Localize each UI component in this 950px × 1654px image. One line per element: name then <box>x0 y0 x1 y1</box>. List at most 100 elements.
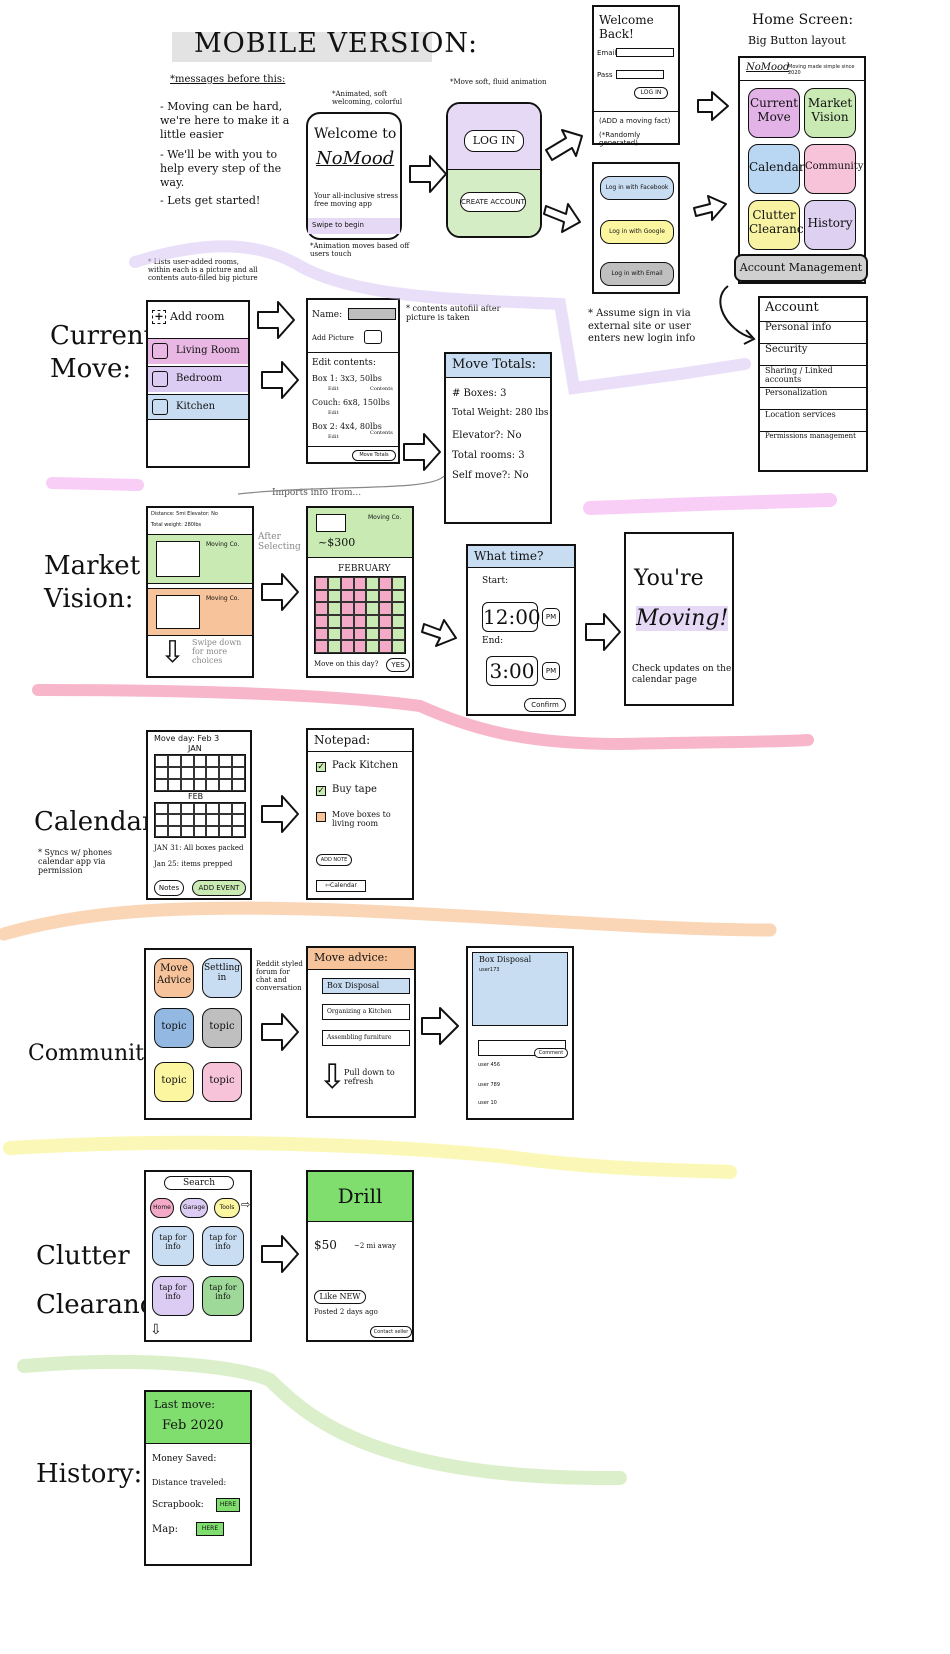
community-tile-topic-2[interactable]: topic <box>202 1008 242 1048</box>
calendar-day-cell[interactable] <box>379 602 393 615</box>
community-tile-advice[interactable]: Move Advice <box>154 958 194 998</box>
box1-item[interactable]: Box 1: 3x3, 50lbs <box>312 374 382 383</box>
tile-market-vision[interactable]: Market Vision <box>804 88 856 138</box>
search-bar[interactable]: Search <box>164 1176 234 1190</box>
calendar-day-cell[interactable] <box>315 640 328 653</box>
calendar-day-cell[interactable] <box>392 615 405 628</box>
calendar-day-cell[interactable] <box>219 755 233 767</box>
thread-box-disposal[interactable]: Box Disposal <box>322 978 410 994</box>
community-tile-topic-1[interactable]: topic <box>154 1008 194 1048</box>
box1-edit[interactable]: Edit <box>328 386 339 392</box>
email-login-button[interactable]: Log in with Email <box>600 262 674 286</box>
calendar-day-cell[interactable] <box>315 577 328 590</box>
calendar-day-cell[interactable] <box>379 615 393 628</box>
calendar-day-cell[interactable] <box>219 779 233 791</box>
calendar-day-cell[interactable] <box>315 602 328 615</box>
calendar-day-cell[interactable] <box>180 779 194 791</box>
calendar-day-cell[interactable] <box>392 627 405 641</box>
calendar-day-cell[interactable] <box>206 779 220 791</box>
calendar-day-cell[interactable] <box>219 767 233 779</box>
end-ampm[interactable]: PM <box>542 662 560 680</box>
tile-history[interactable]: History <box>804 200 856 250</box>
calendar-day-cell[interactable] <box>206 803 220 815</box>
calendar-day-cell[interactable] <box>353 627 367 641</box>
notes-button[interactable]: Notes <box>154 880 184 896</box>
couch-item[interactable]: Couch: 6x8, 150lbs <box>312 398 390 407</box>
market-offer-2[interactable]: Moving Co. <box>148 588 252 636</box>
community-tile-topic-4[interactable]: topic <box>202 1062 242 1102</box>
clutter-item-2[interactable]: tap for info <box>202 1226 244 1266</box>
calendar-day-cell[interactable] <box>232 803 245 815</box>
calendar-day-cell[interactable] <box>232 755 245 767</box>
calendar-day-cell[interactable] <box>180 755 194 767</box>
calendar-day-cell[interactable] <box>180 767 194 779</box>
google-login-button[interactable]: Log in with Google <box>600 220 674 244</box>
calendar-day-cell[interactable] <box>327 577 341 590</box>
calendar-day-cell[interactable] <box>315 615 328 628</box>
calendar-day-cell[interactable] <box>193 755 207 767</box>
add-note-button[interactable]: ADD NOTE <box>316 854 352 866</box>
jan-grid[interactable] <box>154 754 246 792</box>
tile-clutter-clearance[interactable]: Clutter Clearance <box>748 200 811 250</box>
calendar-day-cell[interactable] <box>155 825 168 837</box>
calendar-day-cell[interactable] <box>327 640 341 653</box>
add-room-button[interactable]: +Add room <box>152 310 224 324</box>
box1-contents[interactable]: Contents <box>370 386 393 392</box>
more-categories-arrow-icon[interactable]: ⇨ <box>241 1198 251 1211</box>
account-item-sharing[interactable]: Sharing / Linked accounts <box>760 366 866 388</box>
calendar-day-cell[interactable] <box>167 803 181 815</box>
calendar-day-cell[interactable] <box>392 577 405 590</box>
couch-edit[interactable]: Edit <box>328 410 339 416</box>
calendar-grid[interactable] <box>314 576 406 654</box>
calendar-day-cell[interactable] <box>327 615 341 628</box>
calendar-day-cell[interactable] <box>366 627 380 641</box>
add-event-button[interactable]: ADD EVENT <box>192 880 246 896</box>
tile-current-move[interactable]: Current Move <box>748 88 800 138</box>
box2-item[interactable]: Box 2: 4x4, 80lbs <box>312 422 382 431</box>
calendar-day-cell[interactable] <box>353 589 367 603</box>
calendar-day-cell[interactable] <box>167 814 181 826</box>
calendar-day-cell[interactable] <box>155 767 168 779</box>
calendar-day-cell[interactable] <box>219 814 233 826</box>
room-bedroom[interactable]: Bedroom <box>148 366 248 392</box>
box2-edit[interactable]: Edit <box>328 434 339 440</box>
calendar-day-cell[interactable] <box>193 779 207 791</box>
category-tools[interactable]: Tools <box>214 1198 240 1218</box>
calendar-day-cell[interactable] <box>180 803 194 815</box>
clutter-item-1[interactable]: tap for info <box>152 1226 194 1266</box>
room-living[interactable]: Living Room <box>148 338 248 364</box>
calendar-day-cell[interactable] <box>366 602 380 615</box>
password-field[interactable] <box>616 70 664 79</box>
calendar-day-cell[interactable] <box>232 814 245 826</box>
calendar-day-cell[interactable] <box>327 589 341 603</box>
scrapbook-button[interactable]: HERE <box>216 1498 240 1512</box>
thread-organizing-kitchen[interactable]: Organizing a Kitchen <box>322 1004 410 1020</box>
account-item-location[interactable]: Location services <box>760 410 866 432</box>
calendar-day-cell[interactable] <box>193 825 207 837</box>
calendar-day-cell[interactable] <box>232 767 245 779</box>
community-tile-topic-3[interactable]: topic <box>154 1062 194 1102</box>
calendar-day-cell[interactable] <box>315 627 328 641</box>
calendar-day-cell[interactable] <box>219 825 233 837</box>
calendar-day-cell[interactable] <box>155 814 168 826</box>
box2-contents[interactable]: Contents <box>370 430 393 436</box>
contact-seller-button[interactable]: Contact seller <box>370 1326 412 1338</box>
calendar-day-cell[interactable] <box>340 615 354 628</box>
tile-calendar[interactable]: Calendar <box>748 144 805 194</box>
thread-assembling-furniture[interactable]: Assembling furniture <box>322 1030 410 1046</box>
calendar-day-cell[interactable] <box>206 755 220 767</box>
calendar-day-cell[interactable] <box>392 640 405 653</box>
calendar-day-cell[interactable] <box>232 779 245 791</box>
map-button[interactable]: HERE <box>196 1522 224 1536</box>
calendar-day-cell[interactable] <box>353 640 367 653</box>
calendar-day-cell[interactable] <box>167 755 181 767</box>
calendar-day-cell[interactable] <box>180 814 194 826</box>
calendar-day-cell[interactable] <box>232 825 245 837</box>
calendar-day-cell[interactable] <box>155 755 168 767</box>
room-name-field[interactable] <box>348 308 396 320</box>
email-field[interactable] <box>616 48 674 57</box>
clutter-item-4[interactable]: tap for info <box>202 1276 244 1316</box>
calendar-day-cell[interactable] <box>193 814 207 826</box>
create-account-button[interactable]: CREATE ACCOUNT <box>460 192 526 212</box>
camera-icon[interactable] <box>364 330 382 344</box>
